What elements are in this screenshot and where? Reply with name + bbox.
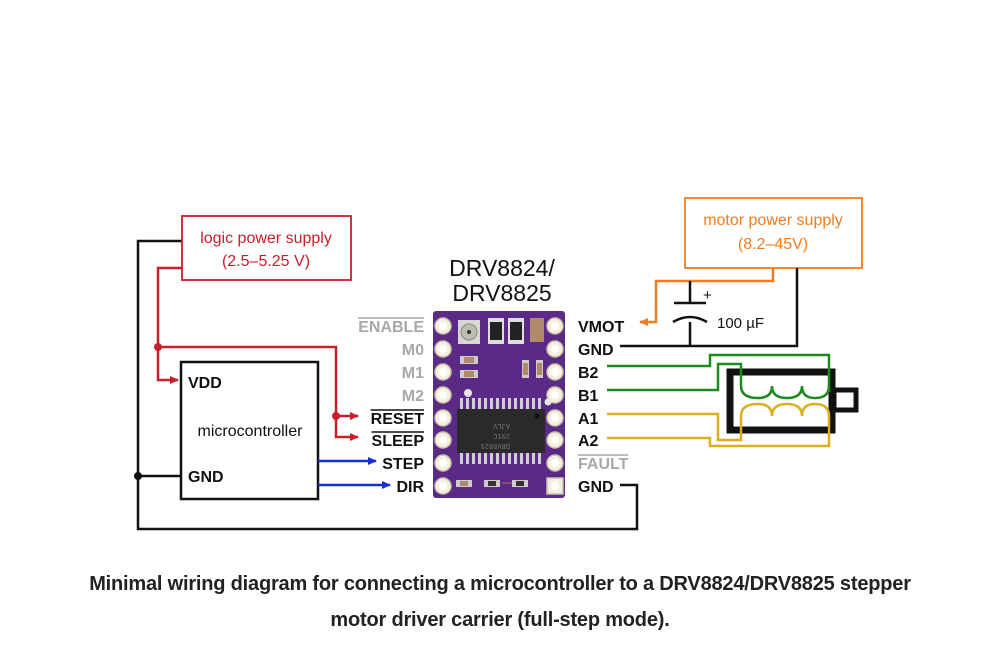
motor-supply-range: (8.2–45V) bbox=[738, 236, 808, 253]
ic-lead bbox=[472, 453, 475, 464]
caption-line-2: motor driver carrier (full-step mode). bbox=[330, 609, 670, 631]
pin-label-a1: A1 bbox=[578, 411, 599, 428]
capacitor-polarity: + bbox=[703, 287, 712, 304]
pin-label-m1: M1 bbox=[402, 365, 424, 382]
ic-lead bbox=[496, 453, 499, 464]
chip-marking-2: 291C bbox=[493, 431, 510, 439]
logic-power-supply-box bbox=[181, 215, 352, 281]
logic-power-wire bbox=[156, 266, 359, 441]
caption-line-1: Minimal wiring diagram for connecting a … bbox=[89, 573, 911, 595]
ic-lead bbox=[460, 398, 463, 409]
ic-lead bbox=[484, 398, 487, 409]
ic-lead bbox=[490, 453, 493, 464]
sense-resistor-icon bbox=[488, 318, 544, 344]
small-capacitor-icon bbox=[460, 356, 552, 406]
signal-wires bbox=[318, 457, 391, 489]
coil-a-wires bbox=[607, 402, 831, 448]
pin-label-step: STEP bbox=[382, 456, 424, 473]
driver-board: DRV8825 291C AJLV bbox=[433, 311, 565, 498]
logic-junction-1 bbox=[154, 343, 162, 351]
pin-label-reset: RESET bbox=[371, 411, 425, 428]
ic-lead bbox=[502, 453, 505, 464]
ic-lead bbox=[508, 453, 511, 464]
motor-supply-label: motor power supply bbox=[703, 212, 843, 229]
ic-lead bbox=[532, 453, 535, 464]
microcontroller-box bbox=[179, 360, 320, 501]
pin-label-vmot: VMOT bbox=[578, 319, 624, 336]
pin-label-sleep: SLEEP bbox=[372, 433, 425, 450]
pin-label-b2: B2 bbox=[578, 365, 599, 382]
driver-ic-chip: DRV8825 291C AJLV bbox=[457, 398, 545, 464]
ic-lead bbox=[490, 398, 493, 409]
mcu-gnd-label: GND bbox=[188, 469, 224, 486]
ic-lead bbox=[472, 398, 475, 409]
ic-lead bbox=[514, 398, 517, 409]
ground-wire-left bbox=[136, 239, 639, 531]
pin-label-m0: M0 bbox=[402, 342, 424, 359]
mcu-vdd-label: VDD bbox=[188, 375, 222, 392]
mcu-label: microcontroller bbox=[198, 423, 304, 440]
pin-label-a2: A2 bbox=[578, 433, 599, 450]
logic-supply-range: (2.5–5.25 V) bbox=[222, 253, 310, 270]
ic-lead bbox=[478, 398, 481, 409]
ic-lead bbox=[478, 453, 481, 464]
capacitor-icon bbox=[672, 301, 708, 324]
ic-lead bbox=[502, 398, 505, 409]
right-header-pads bbox=[546, 317, 564, 495]
capacitor-value: 100 µF bbox=[717, 315, 764, 332]
driver-title-line1: DRV8824/ bbox=[449, 255, 555, 281]
pin-label-gnd: GND bbox=[578, 342, 614, 359]
pin-label-gnd: GND bbox=[578, 479, 614, 496]
pin-label-enable: ENABLE bbox=[358, 319, 424, 336]
motor-power-supply-box bbox=[684, 197, 863, 269]
chip-marking-3: AJLV bbox=[492, 421, 510, 429]
pin-label-b1: B1 bbox=[578, 388, 599, 405]
ic-lead bbox=[484, 453, 487, 464]
ic-lead bbox=[520, 398, 523, 409]
ic-lead bbox=[538, 398, 541, 409]
logic-supply-label: logic power supply bbox=[200, 230, 332, 247]
ic-lead bbox=[508, 398, 511, 409]
ic-lead bbox=[520, 453, 523, 464]
pin-label-m2: M2 bbox=[402, 388, 424, 405]
ic-lead bbox=[532, 398, 535, 409]
motor-ground-wire bbox=[620, 268, 799, 348]
potentiometer-icon bbox=[458, 320, 480, 344]
coil-b-wires bbox=[607, 353, 831, 400]
pin-label-dir: DIR bbox=[396, 479, 424, 496]
ic-lead bbox=[526, 453, 529, 464]
ic-lead bbox=[466, 398, 469, 409]
bottom-components bbox=[456, 480, 528, 487]
stepper-motor bbox=[726, 368, 859, 434]
chip-marking-1: DRV8825 bbox=[481, 441, 510, 449]
ic-lead bbox=[514, 453, 517, 464]
ic-lead bbox=[460, 453, 463, 464]
left-header-pads bbox=[434, 317, 452, 495]
ic-lead bbox=[526, 398, 529, 409]
logic-junction-2 bbox=[332, 412, 340, 420]
driver-title-line2: DRV8825 bbox=[452, 280, 551, 306]
pin-label-fault: FAULT bbox=[578, 456, 629, 473]
ground-junction bbox=[134, 472, 142, 480]
ic-lead bbox=[466, 453, 469, 464]
ic-lead bbox=[496, 398, 499, 409]
motor-power-wire bbox=[639, 268, 775, 326]
ic-lead bbox=[538, 453, 541, 464]
